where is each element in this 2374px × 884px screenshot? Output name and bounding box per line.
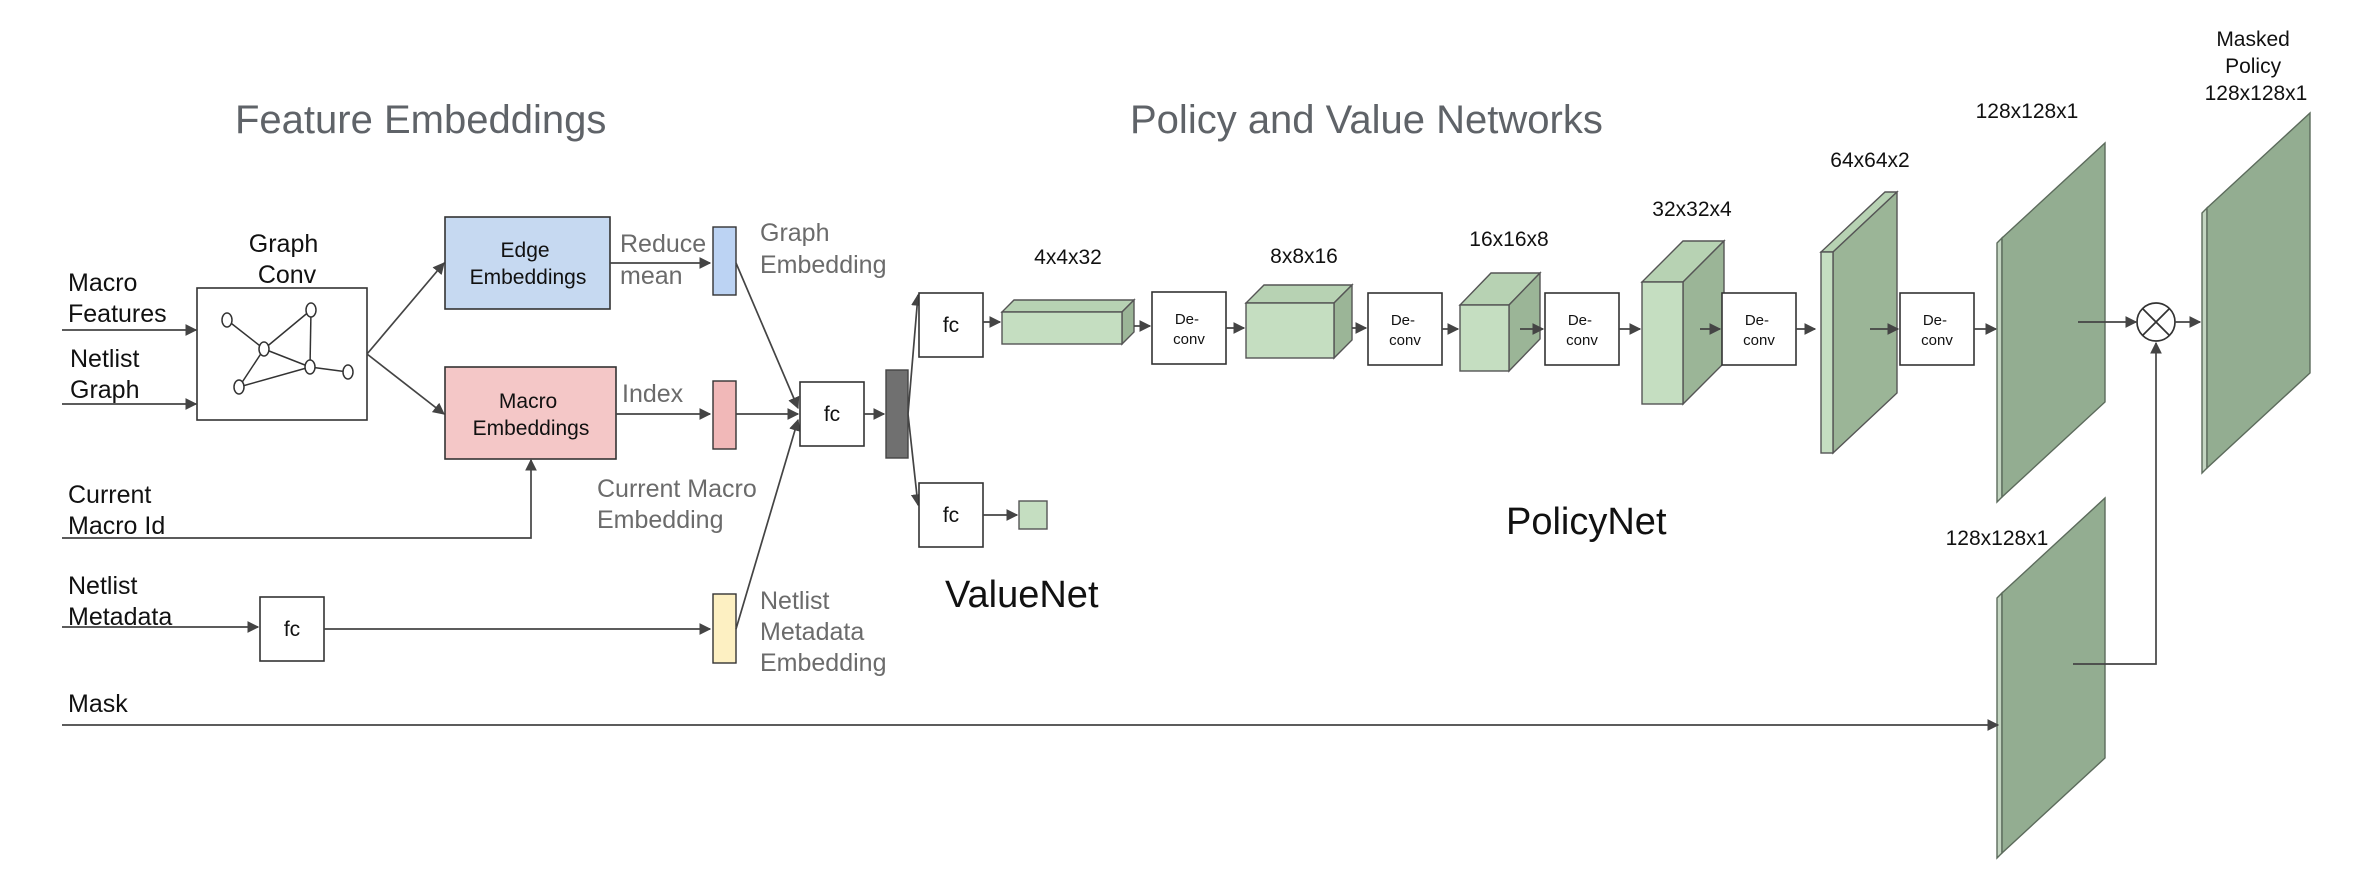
masked-policy-plane — [2201, 111, 2311, 475]
deconv-box-1 — [1151, 291, 1227, 365]
value-fc-label: fc — [943, 504, 959, 527]
deconv-label-2: De- conv — [1389, 312, 1421, 349]
volume-16x16x8 — [1458, 271, 1542, 373]
reduce-mean-label: Reduce mean — [620, 230, 713, 290]
deconv-label-1: De- conv — [1173, 311, 1205, 348]
dim-label-64x64x2: 64x64x2 — [1830, 149, 1909, 172]
input-label-current-macro-id: Current Macro Id — [68, 481, 165, 540]
arrow-to-value-fc — [907, 413, 923, 507]
policy-fc-label: fc — [943, 314, 959, 337]
heading-policy-value-networks: Policy and Value Networks — [1130, 98, 1603, 142]
mask-plane — [1996, 496, 2106, 860]
value-output-square — [1018, 500, 1048, 530]
valuenet-label: ValueNet — [945, 574, 1099, 616]
deconv-label-5: De- conv — [1921, 312, 1953, 349]
dim-label-4x4x32: 4x4x32 — [1034, 246, 1102, 269]
graph-conv-box — [196, 287, 368, 421]
graph-embedding-label: Graph Embedding — [760, 219, 886, 279]
multiply-operator-icon — [2136, 302, 2176, 342]
input-label-netlist-metadata: Netlist Metadata — [68, 572, 172, 631]
dim-label-mask-plane: 128x128x1 — [1946, 527, 2049, 550]
deconv-box-3 — [1544, 292, 1620, 366]
edge-embeddings-box — [444, 216, 611, 310]
central-fc-label: fc — [824, 403, 840, 426]
dim-label-policy-plane: 128x128x1 — [1976, 100, 2079, 123]
graph-embedding-vector — [712, 226, 737, 296]
current-macro-embedding-label: Current Macro Embedding — [597, 475, 764, 534]
central-fc-box — [799, 381, 865, 447]
policynet-label: PolicyNet — [1506, 501, 1667, 543]
index-label: Index — [622, 380, 684, 408]
arrow-to-policy-fc — [907, 293, 924, 415]
arrow-graph-embedding-to-fc — [735, 262, 800, 410]
deconv-box-2 — [1367, 292, 1443, 366]
policy-output-plane — [1996, 141, 2106, 504]
dim-label-16x16x8: 16x16x8 — [1469, 228, 1548, 251]
arrow-to-macro-embeddings — [366, 353, 445, 415]
arrow-to-edge-embeddings — [366, 262, 445, 355]
graph-conv-label: Graph Conv — [249, 230, 325, 289]
arrow-current-macro-id — [62, 458, 537, 539]
value-fc-box — [918, 482, 984, 548]
volume-8x8x16 — [1244, 283, 1354, 360]
edge-embeddings-label: Edge Embeddings — [470, 239, 587, 289]
volume-64x64x2 — [1819, 190, 1899, 455]
arrow-mask-to-multiply — [2073, 341, 2162, 665]
metadata-fc-box — [259, 596, 325, 662]
deconv-label-4: De- conv — [1743, 312, 1775, 349]
arrow-metadata-embedding-to-fc — [735, 418, 801, 630]
volume-4x4x32 — [1000, 298, 1136, 346]
deconv-label-3: De- conv — [1566, 312, 1598, 349]
macro-embeddings-box — [444, 366, 617, 460]
netlist-metadata-embedding-label: Netlist Metadata Embedding — [760, 587, 886, 677]
graph-icon — [221, 302, 354, 395]
netlist-metadata-embedding-vector — [712, 593, 737, 664]
concat-vector — [885, 369, 909, 459]
macro-embeddings-label: Macro Embeddings — [473, 390, 590, 440]
input-label-mask: Mask — [68, 690, 128, 718]
masked-policy-label: Masked Policy 128x128x1 — [2205, 28, 2308, 105]
current-macro-embedding-vector — [712, 380, 737, 450]
heading-feature-embeddings: Feature Embeddings — [235, 98, 606, 142]
dim-label-8x8x16: 8x8x16 — [1270, 245, 1338, 268]
deconv-box-5 — [1899, 292, 1975, 366]
dim-label-32x32x4: 32x32x4 — [1652, 198, 1732, 221]
policy-fc-box — [918, 292, 984, 358]
volume-32x32x4 — [1640, 239, 1726, 406]
deconv-box-4 — [1721, 292, 1797, 366]
metadata-fc-label: fc — [284, 618, 300, 641]
input-label-netlist-graph: Netlist Graph — [70, 345, 146, 404]
input-label-macro-features: Macro Features — [68, 269, 167, 328]
